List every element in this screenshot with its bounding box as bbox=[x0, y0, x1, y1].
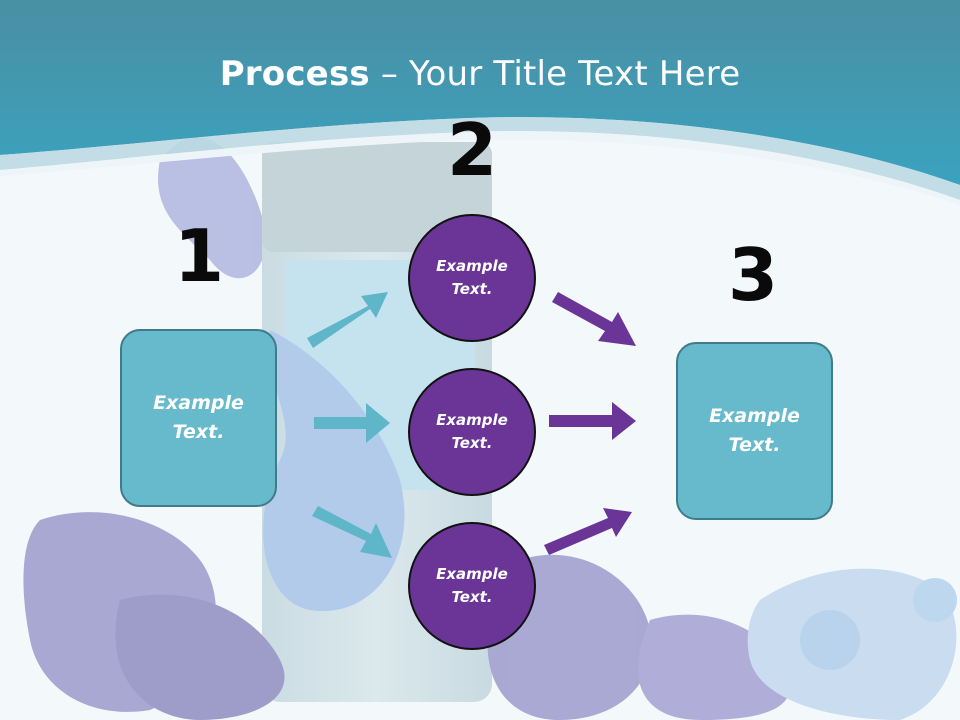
circle-middle[interactable]: Example Text. bbox=[408, 368, 536, 496]
title-rest-part: – Your Title Text Here bbox=[369, 54, 741, 94]
circle-top[interactable]: Example Text. bbox=[408, 214, 536, 342]
circle-bottom-text: Example Text. bbox=[436, 565, 508, 606]
step-number-1: 1 bbox=[173, 214, 225, 298]
circle-bottom[interactable]: Example Text. bbox=[408, 522, 536, 650]
step-number-3: 3 bbox=[727, 233, 779, 317]
circle-top-text: Example Text. bbox=[436, 257, 508, 298]
output-box[interactable]: Example Text. bbox=[676, 342, 833, 520]
step-number-2: 2 bbox=[446, 108, 498, 192]
input-box-text: Example Text. bbox=[153, 392, 244, 443]
title-bold-part: Process bbox=[219, 54, 370, 94]
slide-title: Process – Your Title Text Here bbox=[0, 52, 960, 96]
circle-middle-text: Example Text. bbox=[436, 411, 508, 452]
output-box-text: Example Text. bbox=[709, 405, 800, 456]
input-box[interactable]: Example Text. bbox=[120, 329, 277, 507]
